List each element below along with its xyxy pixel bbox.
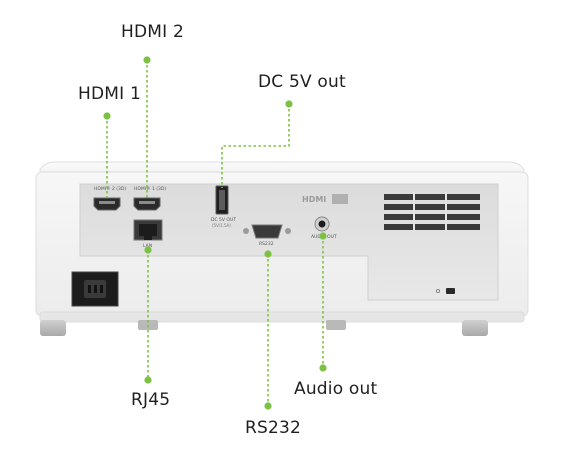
leader-dc5v xyxy=(221,104,290,188)
lan-label: LAN xyxy=(143,243,152,249)
hdmi-logo-mark: HDMI xyxy=(302,195,326,204)
projector-base xyxy=(39,311,525,323)
rj45-port xyxy=(133,219,163,241)
dot-rs232 xyxy=(264,250,272,258)
callout-rs232: RS232 xyxy=(245,418,302,438)
ac-power-inlet xyxy=(71,271,119,307)
vent-grille xyxy=(384,192,480,232)
dot-rj45 xyxy=(144,246,152,254)
dc-out-sublabel: (5V/1.5A) xyxy=(212,223,231,228)
audio-out-jack xyxy=(314,216,330,232)
dot-audio xyxy=(319,232,327,240)
callout-audio: Audio out xyxy=(294,379,378,399)
callout-hdmi2: HDMI 2 xyxy=(121,22,184,42)
dot-hdmi1 xyxy=(103,112,111,120)
dot-rs232-end xyxy=(264,402,272,410)
callout-rj45: RJ45 xyxy=(131,390,171,410)
callout-hdmi1: HDMI 1 xyxy=(78,84,141,104)
hdmi-port-left xyxy=(93,197,121,211)
rs232-port xyxy=(243,224,291,239)
dot-audio-end xyxy=(319,364,327,372)
dot-rj45-end xyxy=(144,376,152,384)
rs232-panel-label: RS232 xyxy=(259,241,274,247)
dot-dc5v xyxy=(285,100,293,108)
certification-mark xyxy=(332,194,348,204)
foot-mid-right xyxy=(326,320,346,330)
dc-out-label: DC 5V OUT xyxy=(211,217,236,223)
security-lock-slot xyxy=(435,288,455,294)
hdmi-port-1-label: HDMI® 1 (3D) xyxy=(134,185,166,192)
callout-leaders xyxy=(106,60,324,406)
foot-left xyxy=(40,320,66,336)
callout-dc5v: DC 5V out xyxy=(258,72,346,92)
io-panel xyxy=(79,183,499,301)
foot-right xyxy=(462,320,488,336)
hdmi-port-right xyxy=(133,197,161,211)
callout-dots xyxy=(103,56,327,410)
hdmi-port-2-label: HDMI® 2 (3D) xyxy=(94,185,126,192)
dot-hdmi2 xyxy=(143,56,151,64)
usb-dc-out-port xyxy=(215,185,229,215)
